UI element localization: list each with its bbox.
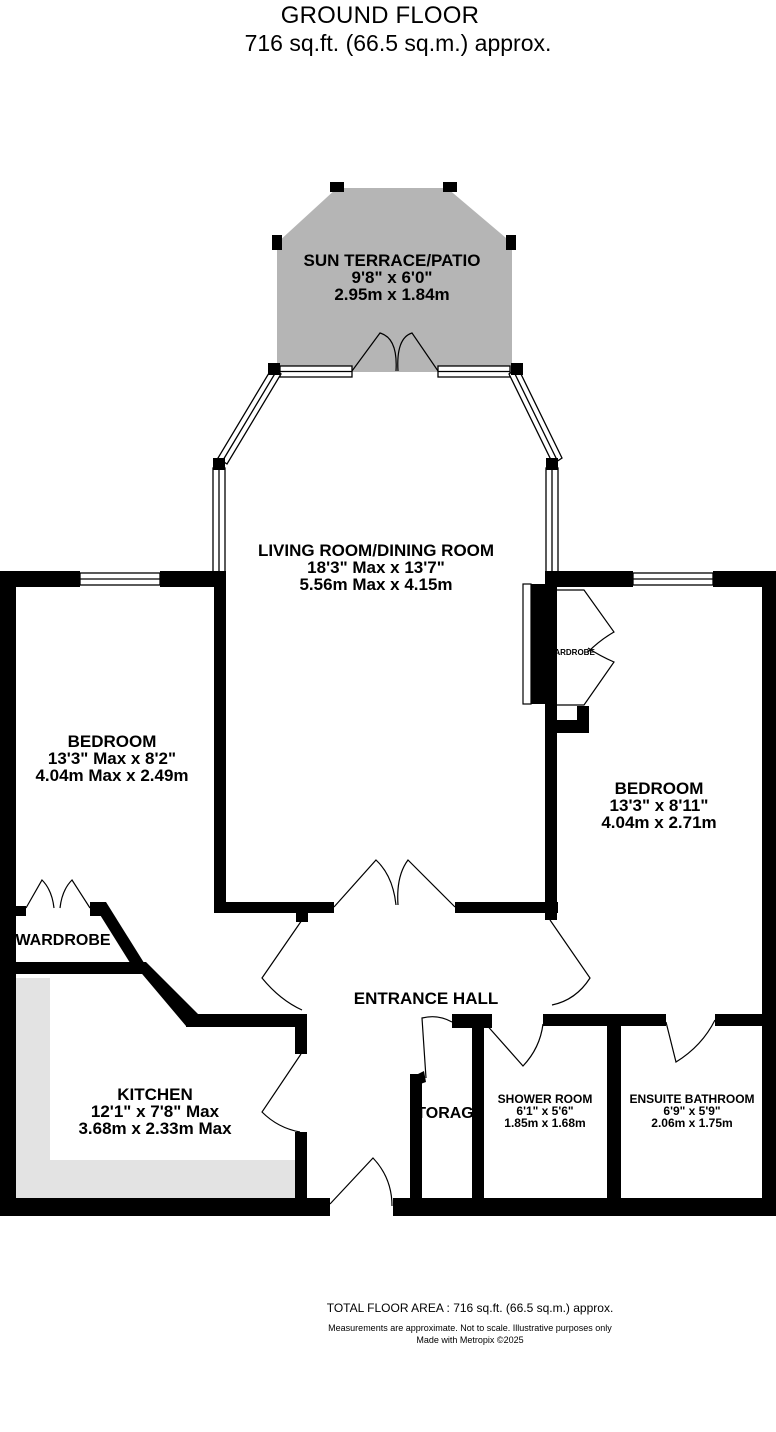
credit: Made with Metropix ©2025 xyxy=(416,1335,524,1345)
sun-terrace-area xyxy=(277,188,512,372)
living-room-label: LIVING ROOM/DINING ROOM 18'3" Max x 13'7… xyxy=(258,542,494,593)
left-bedroom-window xyxy=(79,572,161,586)
bedroom-right-name: BEDROOM xyxy=(614,779,704,798)
living-room-metric: 5.56m Max x 4.15m xyxy=(299,575,453,594)
entrance-hall-label: ENTRANCE HALL xyxy=(354,990,499,1007)
shower-room-imperial: 6'1" x 5'6" xyxy=(516,1104,574,1118)
living-room-name: LIVING ROOM/DINING ROOM xyxy=(257,541,495,560)
wardrobe-left-label: WARDROBE xyxy=(15,933,110,949)
disclaimer: Measurements are approximate. Not to sca… xyxy=(328,1323,612,1333)
floor-area: 716 sq.ft. (66.5 sq.m.) approx. xyxy=(244,30,552,56)
kitchen-imperial: 12'1" x 7'8" Max xyxy=(90,1102,220,1121)
kitchen-label: KITCHEN 12'1" x 7'8" Max 3.68m x 2.33m M… xyxy=(78,1086,231,1137)
bedroom-right-imperial: 13'3" x 8'11" xyxy=(609,796,709,815)
floor-title: GROUND FLOOR xyxy=(280,2,480,29)
ensuite-name: ENSUITE BATHROOM xyxy=(629,1092,755,1106)
ensuite-imperial: 6'9" x 5'9" xyxy=(663,1104,721,1118)
wardrobe-right-name: WARDROBE xyxy=(547,648,595,657)
living-bay-windows xyxy=(212,365,563,575)
living-room-imperial: 18'3" Max x 13'7" xyxy=(307,558,445,577)
kitchen-name: KITCHEN xyxy=(117,1085,193,1104)
bay-posts xyxy=(213,363,558,470)
terrace-posts xyxy=(272,182,516,250)
kitchen-metric: 3.68m x 2.33m Max xyxy=(78,1119,232,1138)
entrance-hall-name: ENTRANCE HALL xyxy=(353,989,499,1008)
bedroom-left-label: BEDROOM 13'3" Max x 8'2" 4.04m Max x 2.4… xyxy=(35,733,188,784)
shower-room-name: SHOWER ROOM xyxy=(497,1092,593,1106)
kitchen-counter xyxy=(14,978,295,1198)
storage-name: TORAG xyxy=(416,1105,474,1122)
right-bedroom-window xyxy=(632,572,714,586)
total-floor-area: TOTAL FLOOR AREA : 716 sq.ft. (66.5 sq.m… xyxy=(326,1301,614,1315)
bedroom-left-metric: 4.04m Max x 2.49m xyxy=(35,766,189,785)
bedroom-right-metric: 4.04m x 2.71m xyxy=(601,813,717,832)
bedroom-left-name: BEDROOM xyxy=(67,732,157,751)
wardrobe-right-label: WARDROBE xyxy=(547,649,595,657)
sun-terrace-label: SUN TERRACE/PATIO 9'8" x 6'0" 2.95m x 1.… xyxy=(304,252,481,303)
door-swings xyxy=(25,589,716,1207)
wardrobe-left-name: WARDROBE xyxy=(15,932,111,949)
storage-label: TORAG xyxy=(416,1106,473,1122)
bedroom-right-label: BEDROOM 13'3" x 8'11" 4.04m x 2.71m xyxy=(601,780,716,831)
sun-terrace-name: SUN TERRACE/PATIO xyxy=(303,251,481,270)
ensuite-label: ENSUITE BATHROOM 6'9" x 5'9" 2.06m x 1.7… xyxy=(629,1093,754,1129)
walls xyxy=(0,571,776,1216)
shower-room-label: SHOWER ROOM 6'1" x 5'6" 1.85m x 1.68m xyxy=(498,1093,593,1129)
right-wardrobe xyxy=(522,583,532,705)
bedroom-left-imperial: 13'3" Max x 8'2" xyxy=(47,749,177,768)
terrace-doors xyxy=(351,332,439,372)
ensuite-metric: 2.06m x 1.75m xyxy=(651,1116,733,1130)
sun-terrace-metric: 2.95m x 1.84m xyxy=(334,285,450,304)
sun-terrace-imperial: 9'8" x 6'0" xyxy=(351,268,433,287)
shower-room-metric: 1.85m x 1.68m xyxy=(504,1116,586,1130)
